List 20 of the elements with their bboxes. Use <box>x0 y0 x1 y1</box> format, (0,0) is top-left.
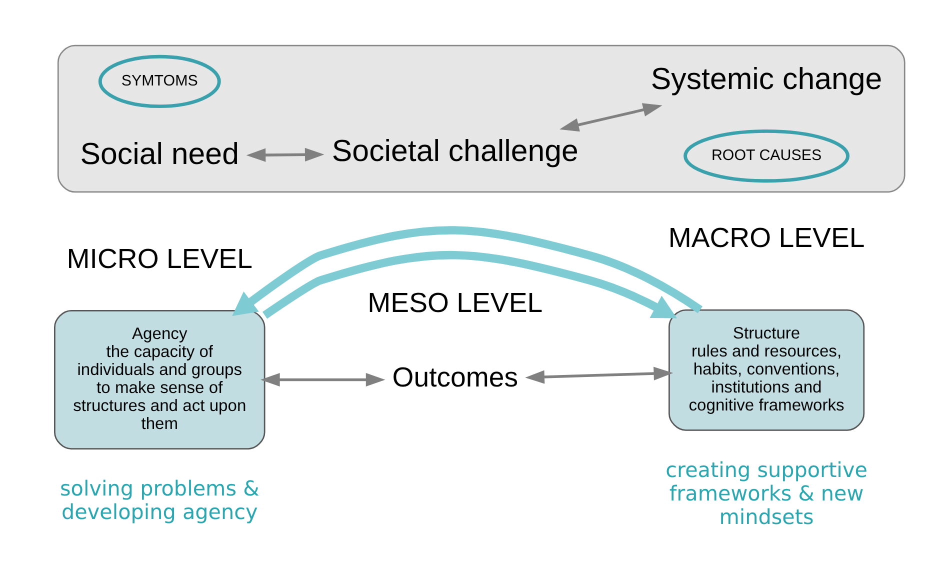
arrow <box>560 102 662 132</box>
label: MACRO LEVEL <box>668 222 865 253</box>
arrow <box>262 250 677 318</box>
node-text: Outcomes <box>392 361 518 392</box>
node-text: Societal challenge <box>332 134 578 168</box>
label: MESO LEVEL <box>368 286 543 318</box>
node-text: Social need <box>80 137 239 170</box>
node-ellipse: SYMTOMS <box>98 54 221 108</box>
arrow <box>246 147 324 162</box>
node-text: Systemic change <box>650 62 882 96</box>
arrow <box>260 372 386 386</box>
arrow <box>525 366 674 384</box>
node-box: Structure rules and resources, habits, conventions, institutions and cognitive frameworks <box>668 308 865 430</box>
label: MICRO LEVEL <box>66 242 252 274</box>
label: solving problems & developing agency <box>60 476 260 524</box>
label: creating supportive frameworks & new mindsets <box>666 458 868 529</box>
node-ellipse: ROOT CAUSES <box>684 128 850 182</box>
cluster <box>57 44 906 192</box>
node-box: Agency the capacity of individuals and groups to make sense of structures and act upon them <box>54 310 266 449</box>
arrow <box>232 226 702 316</box>
